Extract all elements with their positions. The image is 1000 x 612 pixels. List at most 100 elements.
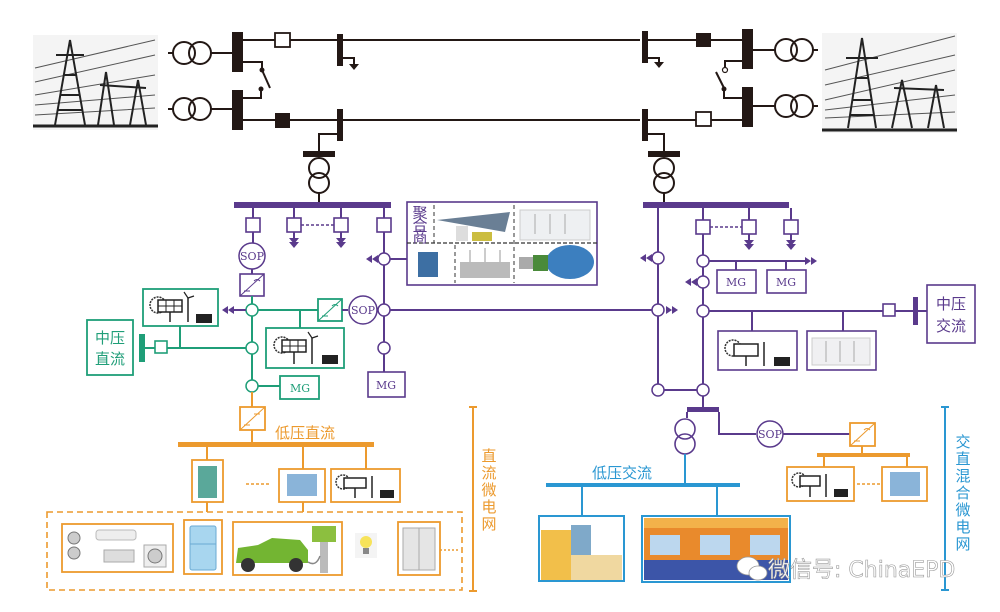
mg-box: MG <box>367 371 406 398</box>
pv-wind-storage-icon <box>724 339 790 366</box>
transformer-icon <box>653 157 675 194</box>
svg-text:直: 直 <box>955 450 970 468</box>
svg-text:MG: MG <box>776 276 796 289</box>
transformer-icon <box>674 418 696 455</box>
air-conditioner-icon <box>67 529 167 568</box>
lv-ac-label: 低压交流 <box>592 464 652 482</box>
lv-dc-label: 低压直流 <box>275 424 335 442</box>
hv-bus-right-2 <box>742 87 753 127</box>
elevator-box <box>397 521 441 576</box>
mv-ac-label-box: 中压 交流 <box>926 284 976 344</box>
pv-wind-storage-box <box>265 327 345 369</box>
commercial-building-box <box>538 515 625 582</box>
building-icon <box>287 474 317 496</box>
svg-text:SOP: SOP <box>758 428 783 441</box>
hv-substation-bus <box>337 34 343 66</box>
wechat-icon <box>736 556 768 581</box>
building-icon <box>198 466 217 498</box>
transformer-icon <box>168 97 233 121</box>
svg-text:交: 交 <box>955 433 970 451</box>
sop-node: SOP <box>238 242 266 270</box>
pv-wind-storage-icon <box>791 472 848 497</box>
transformer-icon <box>753 38 818 62</box>
svg-text:混: 混 <box>955 467 970 485</box>
breaker-open-icon <box>274 32 291 48</box>
converter-icon <box>317 298 343 322</box>
load-arrow-icon <box>640 254 652 262</box>
mg-box: MG <box>279 375 320 400</box>
refrigerator-icon <box>189 525 217 571</box>
energy-storage-box <box>806 330 877 371</box>
svg-text:直: 直 <box>481 447 496 465</box>
air-conditioner-box <box>61 523 174 573</box>
svg-text:MG: MG <box>726 276 746 289</box>
svg-text:中压: 中压 <box>936 295 966 313</box>
light-bulb-icon <box>519 245 594 279</box>
energy-storage-icon <box>811 337 871 366</box>
electric-vehicle-icon <box>236 538 308 572</box>
hv-substation-bus <box>642 109 648 141</box>
building-icon <box>541 525 622 580</box>
sop-node: SOP <box>756 420 784 448</box>
mv-ac-bus <box>913 297 918 325</box>
load-arrow-icon <box>336 238 346 248</box>
lv-dc-bus <box>178 442 374 447</box>
svg-text:商: 商 <box>412 228 427 246</box>
charging-pile-icon <box>307 526 336 573</box>
svg-text:MG: MG <box>376 379 396 392</box>
svg-text:微: 微 <box>955 501 970 519</box>
switch-icon <box>243 61 271 99</box>
lv-ac-bus <box>546 483 740 487</box>
dc-microgrid-label: 直 流 微 电 网 <box>481 447 496 533</box>
building-box <box>191 459 224 503</box>
load-arrow-icon <box>666 306 678 314</box>
pv-wind-storage-icon <box>273 331 338 364</box>
svg-text:电: 电 <box>481 498 496 516</box>
hv-substation-bus <box>642 31 648 63</box>
switch-icon <box>715 60 742 99</box>
svg-text:合: 合 <box>955 484 970 502</box>
pv-wind-storage-box <box>142 288 219 327</box>
building-box <box>278 468 326 503</box>
mv-dc-bus <box>139 334 145 362</box>
load-arrow-icon <box>786 240 796 250</box>
hv-substation-bus <box>337 109 343 141</box>
pv-wind-storage-box <box>786 466 855 502</box>
load-arrow-icon <box>685 278 697 286</box>
converter-icon <box>239 406 266 431</box>
transformer-icon <box>753 94 818 118</box>
breaker-closed-icon <box>275 113 290 128</box>
tower-left-icon <box>33 35 158 130</box>
ev-charger-box <box>232 521 343 576</box>
mg-box: MG <box>766 269 807 294</box>
energy-storage-icon <box>519 209 591 241</box>
svg-text:流: 流 <box>481 464 496 482</box>
building-box <box>881 466 928 502</box>
svg-text:电: 电 <box>955 518 970 536</box>
svg-text:聚: 聚 <box>412 204 427 222</box>
load-arrow-icon <box>366 255 378 263</box>
pv-wind-storage-icon <box>149 291 212 323</box>
watermark: 微信号: ChinaEPD <box>736 556 956 583</box>
hybrid-dc-bus <box>817 453 910 457</box>
svg-text:微: 微 <box>481 481 496 499</box>
svg-text:微信号: ChinaEPD: 微信号: ChinaEPD <box>768 558 955 583</box>
transformer-icon <box>168 41 233 65</box>
mv-ac-bus-left <box>234 202 391 208</box>
svg-text:SOP: SOP <box>351 304 376 317</box>
svg-text:直流: 直流 <box>95 350 125 368</box>
pv-wind-storage-icon <box>335 474 394 498</box>
light-bulb-icon <box>355 533 377 558</box>
svg-text:交流: 交流 <box>936 317 966 335</box>
tower-right-icon <box>822 33 957 133</box>
acdc-microgrid-label: 交 直 混 合 微 电 网 <box>955 433 970 553</box>
refrigerator-box <box>183 519 223 575</box>
breaker-open-icon <box>695 111 712 127</box>
hv-bus-left-1 <box>232 32 243 72</box>
mv-ac-bus-right <box>643 202 789 208</box>
transformer-icon <box>308 157 330 194</box>
load-arrow-icon <box>744 240 754 250</box>
wind-farm-icon <box>460 248 510 278</box>
